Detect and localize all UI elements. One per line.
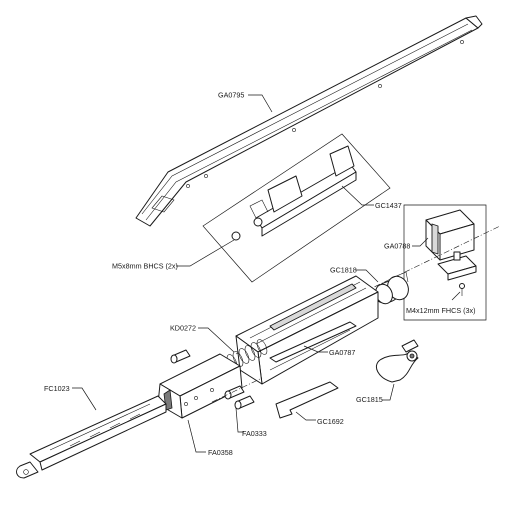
leader-m5x8mm-bhcs [176, 239, 235, 267]
leader-ga0787 [303, 345, 328, 353]
label-ga0788: GA0788 [384, 242, 410, 251]
label-ga0787: GA0787 [329, 348, 355, 357]
housing-ga0787 [235, 275, 379, 385]
leader-kd0272 [198, 327, 235, 353]
pins-fa0333 [211, 377, 263, 410]
leader-gc1818 [356, 269, 379, 283]
key-gc1692 [275, 381, 339, 419]
plate-ga0787 [269, 321, 357, 363]
label-m5x8mm-bhcs: M5x8mm BHCS (2x) [112, 262, 178, 271]
label-gc1815: GC1815 [356, 395, 383, 404]
leader-ga0788 [412, 237, 429, 247]
label-fa0333: FA0333 [242, 429, 267, 438]
leader-ga0795 [248, 94, 273, 113]
pin-fa0358 [170, 349, 191, 364]
label-kd0272: KD0272 [170, 324, 196, 333]
label-gc1692: GC1692 [317, 417, 344, 426]
label-ga0795: GA0795 [218, 91, 244, 100]
rail-fc1023 [16, 395, 167, 479]
leader-fa0333 [235, 407, 244, 433]
label-gc1437: GC1437 [375, 201, 402, 210]
block-fa0358 [157, 353, 243, 419]
clamp-ga0788 [425, 209, 477, 296]
leader-m4x12mm-fhcs [451, 291, 461, 301]
rail-ga0795 [135, 15, 483, 227]
lever-gc1815 [376, 339, 419, 383]
label-m4x12mm-fhcs: M4x12mm FHCS (3x) [406, 306, 476, 315]
frame-gc1437 [202, 133, 391, 283]
label-fa0358: FA0358 [208, 448, 233, 457]
bracket-gc1437 [231, 145, 357, 241]
leader-fc1023 [72, 387, 97, 411]
label-fc1023: FC1023 [44, 384, 70, 393]
leader-gc1437 [341, 185, 374, 206]
leader-fa0358 [187, 419, 206, 453]
label-gc1818: GC1818 [330, 266, 357, 275]
leader-gc1815 [382, 383, 395, 401]
leader-gc1692 [295, 411, 316, 421]
